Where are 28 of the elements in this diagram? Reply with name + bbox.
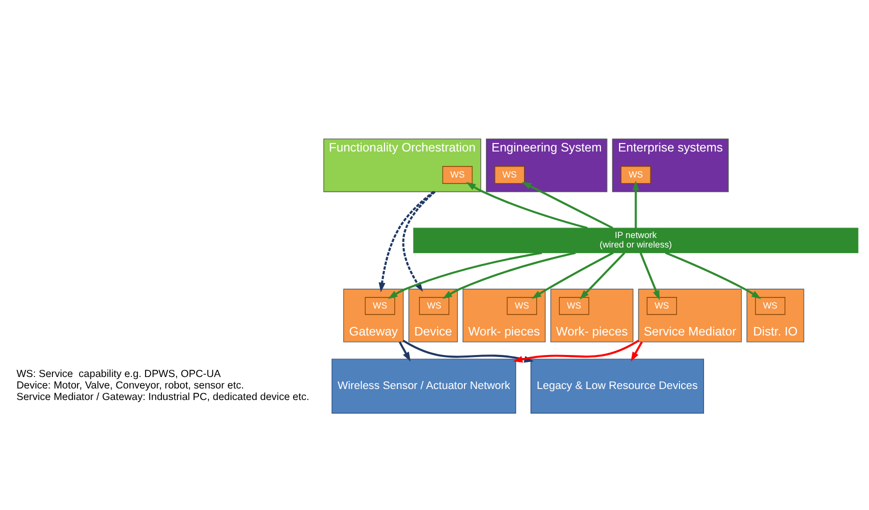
arrow xyxy=(632,180,640,228)
node-box: WS xyxy=(755,296,786,314)
arrow xyxy=(630,340,643,362)
node-box: WS xyxy=(646,296,677,314)
node-box: WS xyxy=(419,296,450,314)
arrow xyxy=(512,339,640,362)
node-box: WS xyxy=(620,166,651,184)
node-box: WS xyxy=(506,296,538,314)
arrow xyxy=(522,181,614,228)
node-box: Legacy & Low Resource Devices xyxy=(530,358,704,414)
arrow xyxy=(580,252,626,299)
label: Device: Motor, Valve, Conveyor, robot, sensor etc. xyxy=(16,380,244,392)
node-box: IP network (wired or wireless) xyxy=(413,227,858,253)
label: Service Mediator / Gateway: Industrial PC, dedicated device etc. xyxy=(16,392,310,403)
arrow xyxy=(665,251,762,298)
arrow xyxy=(388,251,542,298)
arrow xyxy=(398,340,411,362)
arrow xyxy=(402,339,534,362)
label: WS: Service capability e.g. DPWS, OPC-UA xyxy=(16,368,221,380)
node-box: Wireless Sensor / Actuator Network xyxy=(332,358,516,414)
arrow xyxy=(466,182,588,229)
node-box: WS xyxy=(364,296,396,314)
arrow xyxy=(532,251,614,298)
arrow xyxy=(442,251,576,298)
arrow xyxy=(640,252,660,300)
node-box: WS xyxy=(558,296,590,314)
node-box: WS xyxy=(494,166,525,184)
node-box: WS xyxy=(442,166,473,184)
